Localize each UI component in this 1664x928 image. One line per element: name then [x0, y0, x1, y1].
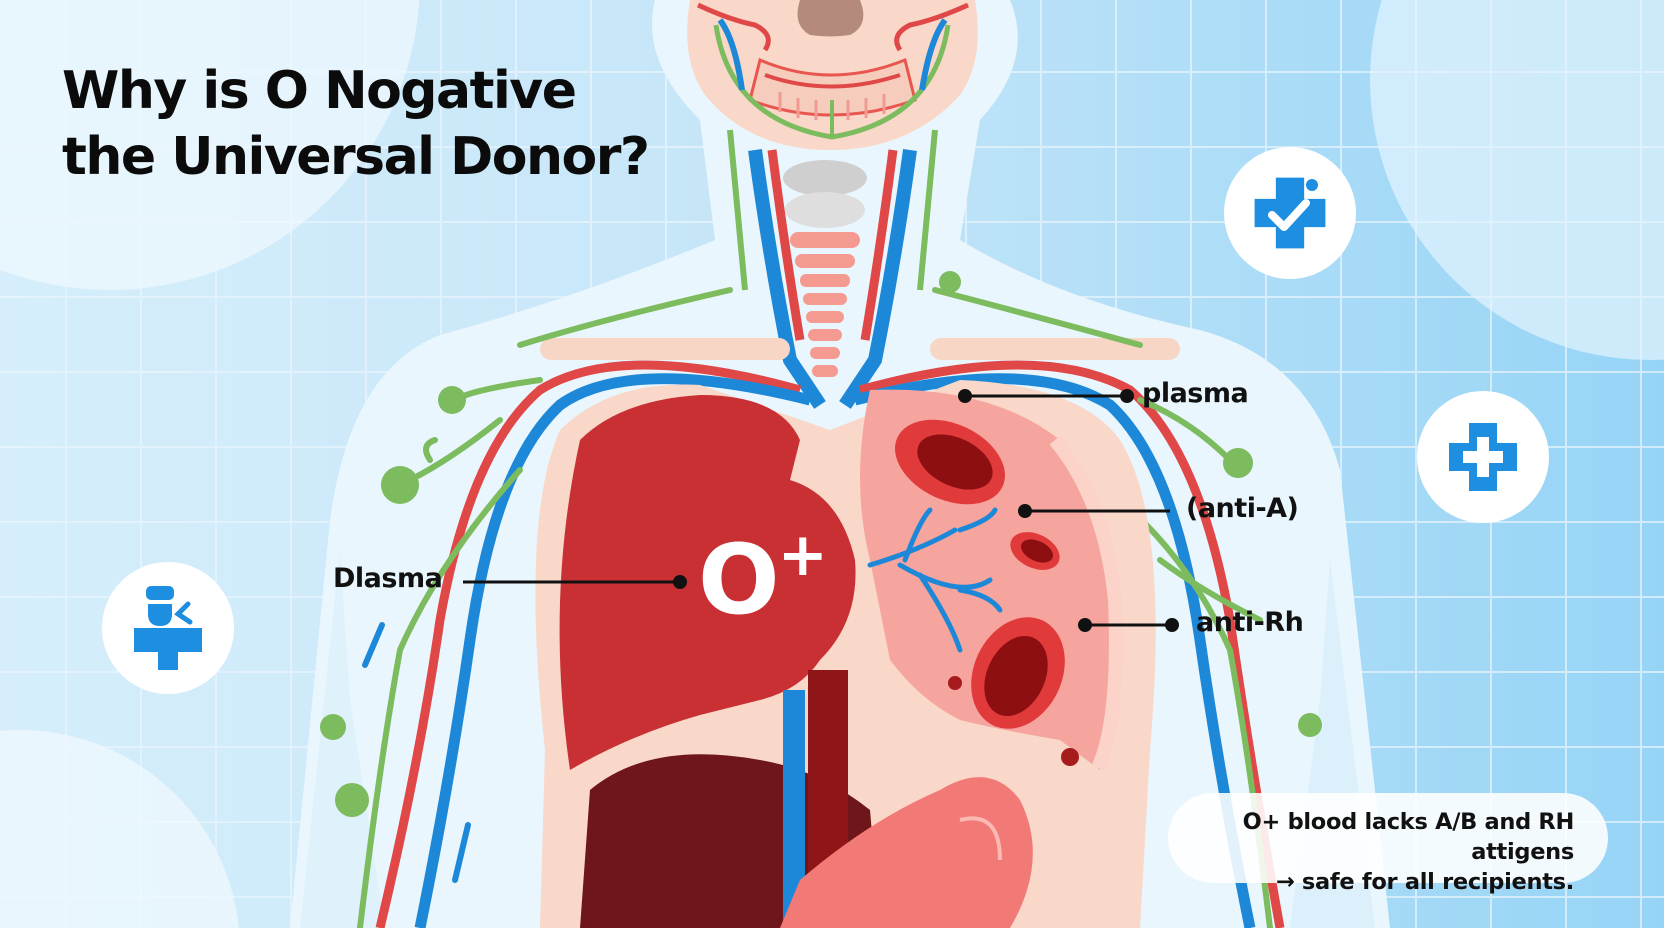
background-bubble-bottom-left: [0, 730, 239, 928]
title-line-1: Why is O Nogative: [62, 61, 577, 121]
note-line-1: O+ blood lacks A/B and RH attigens: [1242, 809, 1575, 865]
left-lung: [559, 395, 856, 770]
blood-type-symbol: O+: [698, 520, 830, 628]
explanation-note: O+ blood lacks A/B and RH attigens → saf…: [1168, 793, 1608, 895]
stomach: [780, 777, 1033, 928]
background-bubble-top-left: [0, 0, 420, 290]
larynx: [783, 160, 867, 196]
red-blood-cells: [895, 419, 1065, 729]
note-line-2: → safe for all recipients.: [1275, 869, 1574, 895]
label-anti-a: (anti-A): [1186, 493, 1299, 524]
virus-particles: [948, 676, 1079, 766]
lymph-nodes: [320, 271, 1322, 817]
page-title: Why is O Nogative the Universal Donor?: [62, 58, 650, 190]
bronchial-veins: [867, 507, 1003, 653]
head-skull: [687, 0, 978, 150]
blood-type-sign: +: [777, 520, 828, 590]
label-anti-rh: anti-Rh: [1196, 607, 1304, 638]
medical-cross-check-icon: [1224, 147, 1356, 279]
background-bubble-top-right: [1370, 0, 1664, 360]
blood-type-letter: O: [698, 524, 780, 636]
medical-staff-cross-icon: [102, 562, 234, 694]
arm-vessels: [375, 360, 1285, 928]
medical-cross-plus-icon: [1417, 391, 1549, 523]
leader-lines: [463, 394, 1172, 627]
label-right-plasma: plasma: [1142, 378, 1249, 409]
leader-dots: [673, 389, 1179, 632]
label-left-plasma: Dlasma: [333, 563, 443, 594]
trachea: [790, 232, 860, 377]
clavicles: [540, 338, 1180, 360]
small-vein-fragments: [362, 622, 471, 883]
title-line-2: the Universal Donor?: [62, 127, 650, 187]
